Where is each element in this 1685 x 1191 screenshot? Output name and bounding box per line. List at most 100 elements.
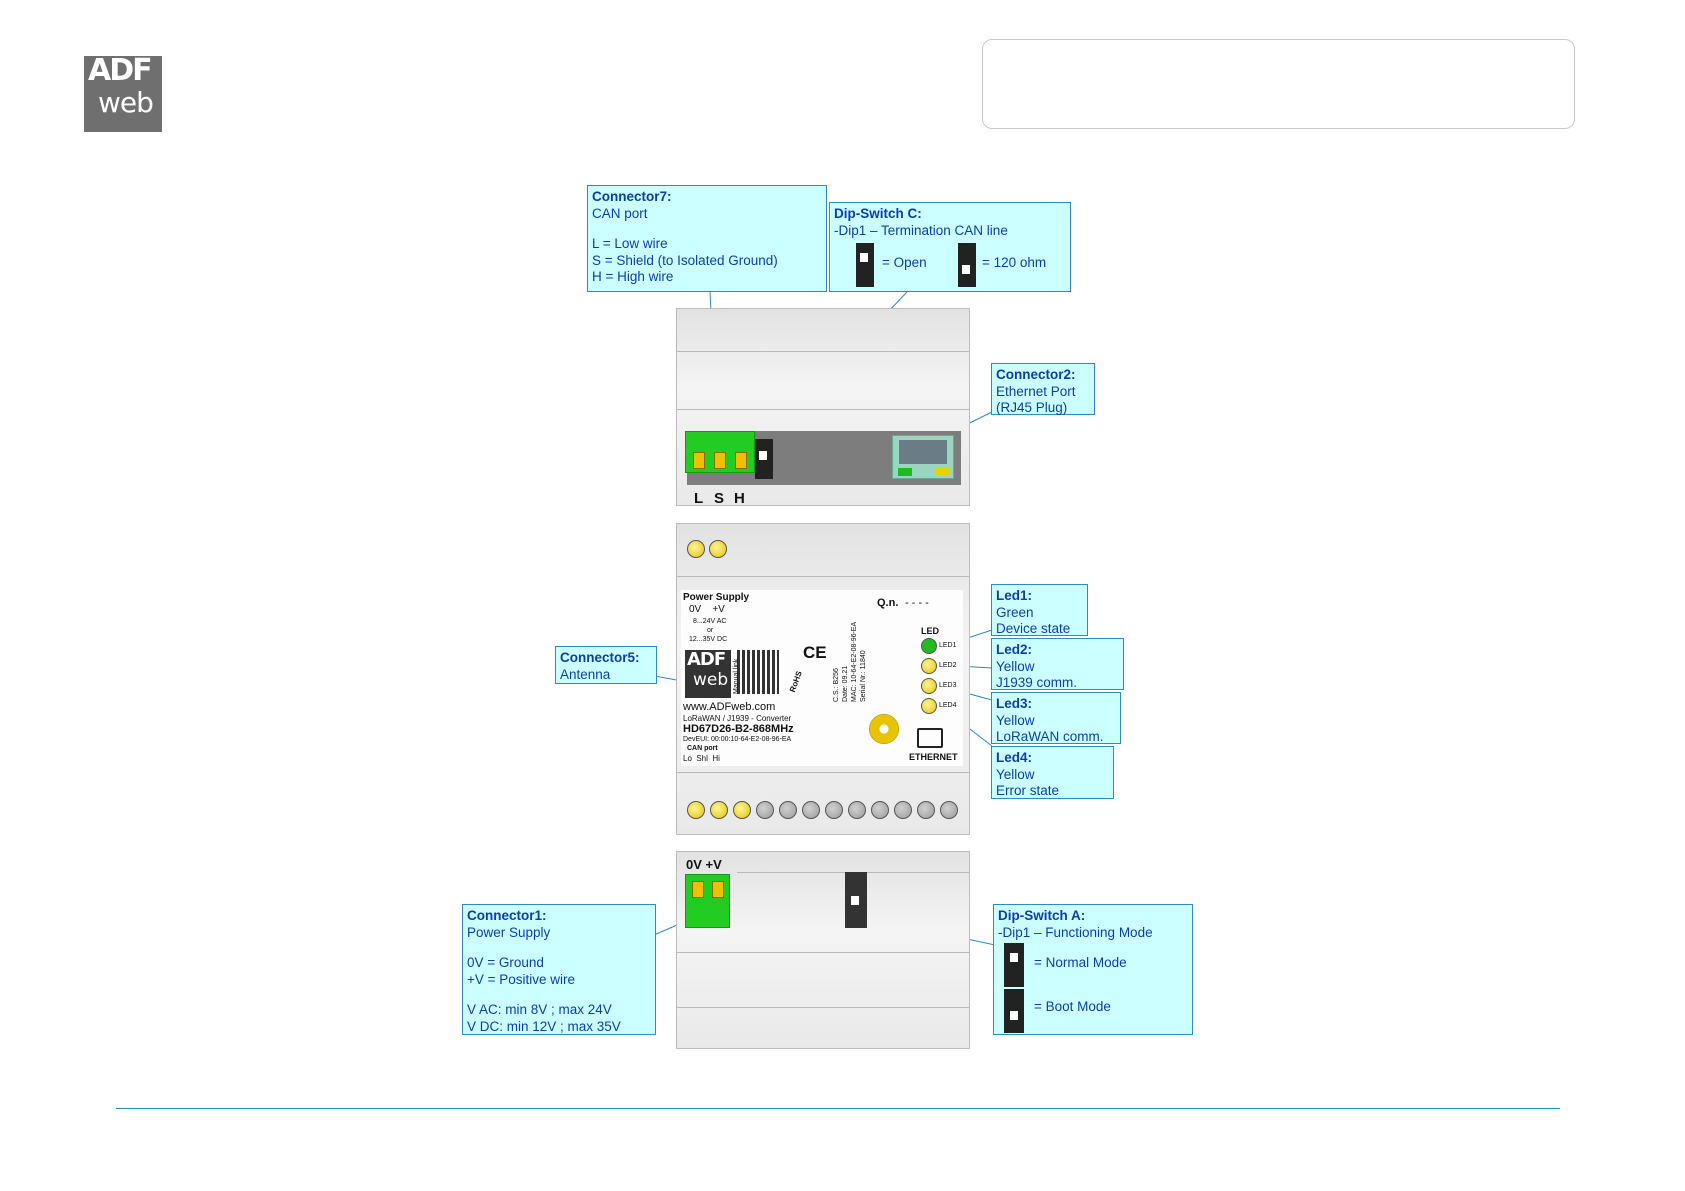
panel-groove bbox=[677, 576, 969, 577]
callout-connector2-line: (RJ45 Plug) bbox=[996, 400, 1068, 415]
callout-connector1-line: +V = Positive wire bbox=[467, 971, 576, 987]
footer-rule bbox=[116, 1108, 1560, 1109]
qn-label: Q.n. bbox=[877, 597, 899, 609]
dip-a-boot-icon bbox=[1004, 989, 1024, 1033]
dip-a-normal-icon bbox=[1004, 943, 1024, 987]
ethernet-icon bbox=[917, 728, 943, 748]
can-screw-s bbox=[714, 452, 726, 469]
callout-dipswitch-c: Dip-Switch C: -Dip1 – Termination CAN li… bbox=[829, 202, 1071, 292]
dip-c-120ohm-icon bbox=[958, 243, 976, 287]
device-top-panel: L S H bbox=[676, 308, 970, 507]
logo-text-web: web bbox=[98, 86, 154, 119]
panel-groove bbox=[677, 351, 969, 352]
qn-value: - - - - bbox=[905, 597, 929, 609]
callout-led3-line: LoRaWAN comm. bbox=[996, 729, 1104, 744]
header-title-box bbox=[982, 39, 1575, 129]
led3-indicator bbox=[921, 678, 937, 694]
led4-indicator bbox=[921, 698, 937, 714]
can-label-h: H bbox=[734, 490, 745, 507]
dip-c-open-icon bbox=[856, 243, 874, 287]
top-screw-1 bbox=[687, 540, 705, 558]
can-screw-h bbox=[735, 452, 747, 469]
callout-led4-line: Yellow bbox=[996, 766, 1035, 782]
rj45-link-led bbox=[898, 468, 912, 476]
callout-connector1-line: V AC: min 8V ; max 24V bbox=[467, 1002, 612, 1017]
callout-dipswitch-a-title: Dip-Switch A: bbox=[998, 908, 1086, 923]
callout-led2-line: Yellow bbox=[996, 658, 1035, 674]
power-range-dc: 12...35V DC bbox=[689, 636, 728, 643]
bottom-screw-9 bbox=[871, 801, 889, 819]
logo-text-adf: ADF bbox=[88, 53, 153, 88]
bottom-screw-12 bbox=[940, 801, 958, 819]
callout-led2-title: Led2: bbox=[996, 642, 1033, 657]
rj45-port[interactable] bbox=[892, 435, 954, 479]
bottom-screw-11 bbox=[917, 801, 935, 819]
device-bottom-panel: 0V +V bbox=[676, 851, 970, 1049]
led3-name: LED3 bbox=[939, 682, 957, 689]
can-label-s: S bbox=[714, 490, 725, 507]
cert-date: Date: 09.21 bbox=[842, 665, 849, 702]
callout-led3-line: Yellow bbox=[996, 712, 1035, 728]
bottom-screw-2 bbox=[710, 801, 728, 819]
cert-serial: Serial Nr.: 11840 bbox=[860, 650, 867, 702]
callout-led3: Led3: Yellow LoRaWAN comm. bbox=[991, 692, 1121, 744]
dip-knob bbox=[962, 265, 970, 274]
power-supply-title: Power Supply bbox=[683, 592, 750, 603]
callout-connector7-title: Connector7: bbox=[592, 189, 672, 204]
dip-switch-a[interactable] bbox=[845, 872, 867, 928]
cert-mac: MAC: 10-64-E2-08-96-EA bbox=[851, 621, 858, 702]
power-terminal-label: 0V +V bbox=[686, 857, 722, 872]
ce-mark: CE bbox=[803, 643, 827, 662]
callout-led2-line: J1939 comm. bbox=[996, 675, 1078, 690]
bottom-screw-10 bbox=[894, 801, 912, 819]
power-terminal-block[interactable] bbox=[685, 874, 730, 928]
top-screw-2 bbox=[709, 540, 727, 558]
can-label-l: L bbox=[694, 490, 704, 507]
manual-link-label: Manual link bbox=[733, 658, 740, 694]
dip-switch-c-knob bbox=[759, 451, 767, 460]
label-can-port: CAN port bbox=[687, 745, 718, 752]
callout-connector7-line: H = High wire bbox=[592, 269, 674, 284]
can-terminal-block[interactable] bbox=[685, 431, 755, 473]
callout-led4: Led4: Yellow Error state bbox=[991, 746, 1114, 799]
callout-dipswitch-c-open: = Open bbox=[882, 255, 927, 270]
power-screw-0v bbox=[692, 881, 704, 898]
callout-connector5-title: Connector5: bbox=[560, 650, 640, 665]
label-logo: ADF web bbox=[685, 650, 731, 698]
led1-name: LED1 bbox=[939, 642, 957, 649]
bottom-screw-1 bbox=[687, 801, 705, 819]
dip-switch-c[interactable] bbox=[755, 439, 773, 479]
callout-connector1-line: V DC: min 12V ; max 35V bbox=[467, 1018, 621, 1034]
label-can-pins: Lo Shl Hi bbox=[683, 754, 720, 763]
panel-groove bbox=[677, 952, 969, 953]
led-header: LED bbox=[921, 626, 939, 636]
panel-groove bbox=[677, 409, 969, 410]
label-url: www.ADFweb.com bbox=[683, 701, 776, 713]
callout-connector7-line: L = Low wire bbox=[592, 236, 668, 251]
callout-connector1-line: 0V = Ground bbox=[467, 955, 544, 970]
bottom-screw-5 bbox=[779, 801, 797, 819]
bottom-screw-8 bbox=[848, 801, 866, 819]
callout-connector1: Connector1: Power Supply 0V = Ground +V … bbox=[462, 904, 656, 1035]
label-model: HD67D26-B2-868MHz bbox=[683, 723, 794, 735]
led2-name: LED2 bbox=[939, 662, 957, 669]
power-range-or: or bbox=[707, 627, 714, 634]
callout-led1-title: Led1: bbox=[996, 588, 1033, 603]
label-product-desc: LoRaWAN / J1939 - Converter bbox=[683, 714, 792, 723]
panel-groove bbox=[677, 772, 969, 773]
rj45-activity-led bbox=[936, 468, 950, 476]
power-range-ac: 8...24V AC bbox=[693, 618, 727, 625]
callout-dipswitch-c-120ohm: = 120 ohm bbox=[982, 255, 1047, 272]
callout-dipswitch-a-normal: = Normal Mode bbox=[1034, 955, 1127, 970]
antenna-connector[interactable] bbox=[869, 714, 899, 744]
device-front-panel: Power Supply 0V +V 8...24V AC or 12...35… bbox=[676, 523, 970, 835]
front-label: Power Supply 0V +V 8...24V AC or 12...35… bbox=[681, 590, 963, 766]
callout-dipswitch-a: Dip-Switch A: -Dip1 – Functioning Mode =… bbox=[993, 904, 1193, 1035]
qr-code[interactable] bbox=[737, 650, 779, 694]
led4-name: LED4 bbox=[939, 702, 957, 709]
cert-cs: C.S.: B256 bbox=[833, 668, 840, 702]
label-deveui: DevEUI: 00:00:10-64-E2-08-96-EA bbox=[683, 736, 792, 743]
rohs-mark: RoHS bbox=[787, 669, 804, 694]
callout-led1-line: Device state bbox=[996, 621, 1071, 636]
bottom-screw-3 bbox=[733, 801, 751, 819]
